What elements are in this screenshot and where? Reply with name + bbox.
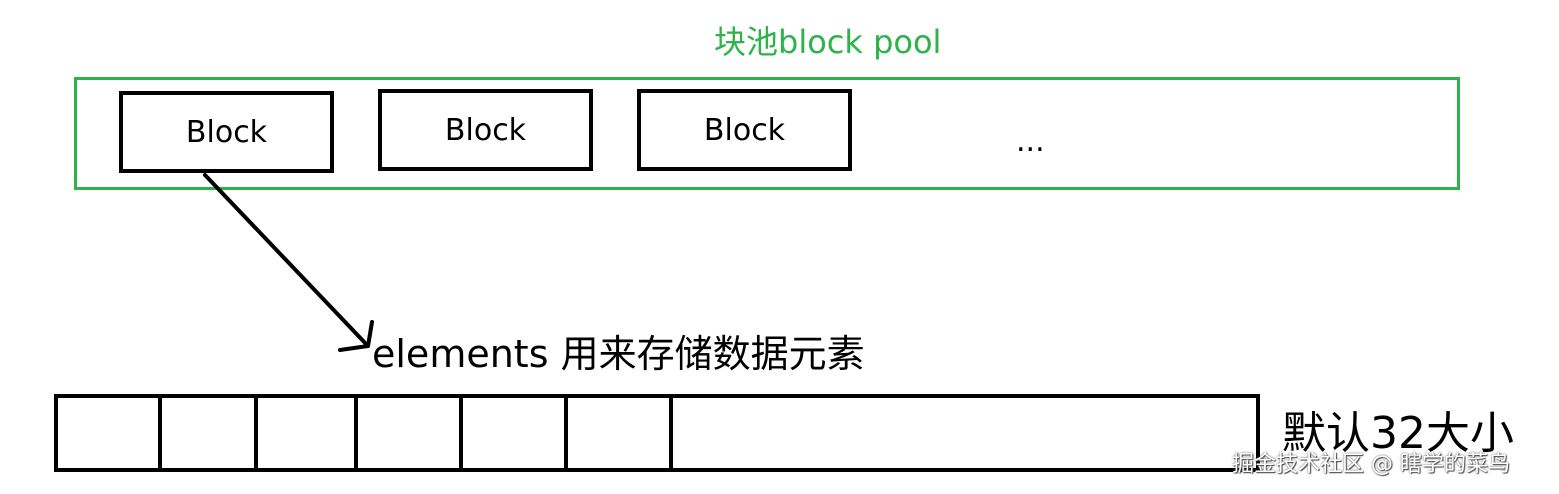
block-pool-title: 块池block pool — [714, 23, 942, 61]
element-cell — [58, 398, 162, 468]
element-cell — [162, 398, 258, 468]
arrow-shaft — [203, 173, 370, 348]
block-pool-container — [74, 77, 1460, 190]
block-2: Block — [378, 89, 593, 171]
element-cell — [358, 398, 463, 468]
elements-description: elements 用来存储数据元素 — [372, 332, 865, 376]
block-1-label: Block — [185, 114, 268, 150]
element-cell — [463, 398, 568, 468]
block-2-label: Block — [444, 112, 527, 148]
watermark: 掘金技术社区 @ 瞎学的菜鸟 — [1232, 452, 1510, 477]
element-cell — [568, 398, 673, 468]
block-3: Block — [637, 89, 852, 171]
arrow-head — [338, 320, 374, 352]
elements-array — [54, 394, 1260, 472]
more-blocks-ellipsis: ... — [1016, 124, 1045, 159]
default-size-label: 默认32大小 — [1282, 408, 1514, 459]
block-3-label: Block — [703, 112, 786, 148]
block-1: Block — [119, 91, 334, 173]
element-cell — [258, 398, 358, 468]
